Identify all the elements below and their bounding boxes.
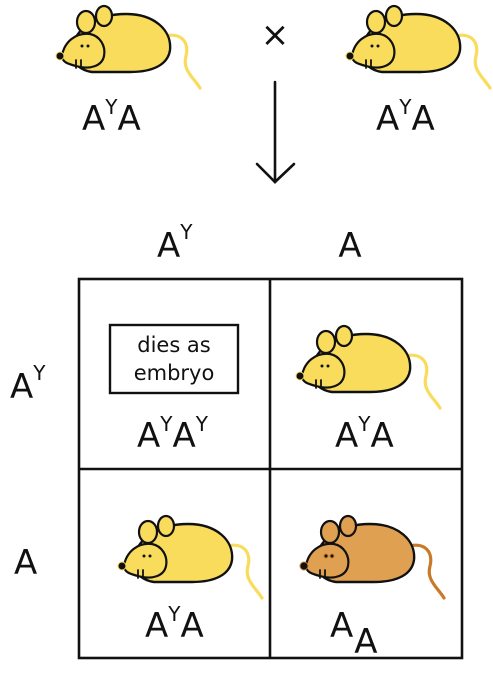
down-arrow-icon <box>255 80 296 184</box>
cell-bottom-left-genotype: AYA <box>145 602 204 646</box>
cross-symbol: × <box>261 15 290 55</box>
row-header-2: A <box>14 543 37 583</box>
parent-left-mouse-icon <box>54 4 202 90</box>
parent-right <box>344 4 492 90</box>
parent-right-genotype: AYA <box>376 95 435 139</box>
cell-bottom-right: AA <box>298 514 446 662</box>
cell-top-right-mouse-icon <box>294 324 442 410</box>
cell-bottom-left-mouse-icon <box>116 514 264 600</box>
parent-left <box>54 4 202 90</box>
cell-top-left: dies as embryo AYAY <box>108 323 240 456</box>
embryo-note-line2: embryo <box>134 361 215 385</box>
row-header-1: AY <box>10 361 46 407</box>
embryo-note-line1: dies as <box>137 333 211 357</box>
embryo-note-box <box>108 323 240 395</box>
cell-bottom-right-mouse-icon <box>298 514 446 600</box>
cell-bottom-left: AYA <box>116 514 264 646</box>
cell-top-right: AYA <box>294 324 442 456</box>
cell-top-right-genotype: AYA <box>335 412 394 456</box>
parent-left-genotype: AYA <box>82 95 141 139</box>
punnett-grid <box>77 277 464 660</box>
column-header-1: AY <box>157 220 193 266</box>
cell-top-left-genotype: AYAY <box>137 412 209 456</box>
parent-right-mouse-icon <box>344 4 492 90</box>
column-header-2: A <box>338 226 361 266</box>
cell-bottom-right-genotype: AA <box>330 606 377 662</box>
